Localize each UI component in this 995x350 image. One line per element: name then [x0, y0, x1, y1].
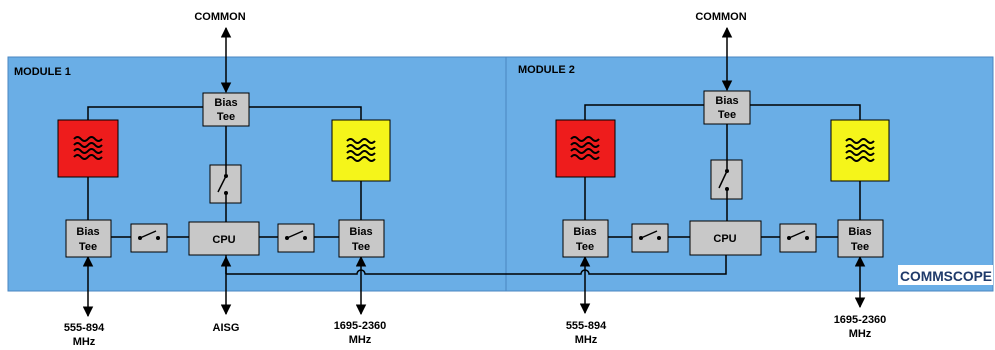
- module-2-low-band-filter: [555, 119, 616, 178]
- module-2-low-band-unit: MHz: [575, 334, 598, 346]
- external-connections: [82, 26, 866, 318]
- bias-tee-label: Tee: [576, 241, 594, 253]
- bias-tee-label: Tee: [79, 241, 97, 253]
- module-1-high-band-filter: [331, 119, 391, 182]
- bias-tee-label: Tee: [718, 109, 736, 121]
- module-1-bias-tee-right: Bias Tee: [338, 219, 385, 258]
- module-2-title: MODULE 2: [518, 64, 575, 76]
- module-1-high-band-label: 1695-2360: [334, 320, 387, 332]
- commscope-logo: COMMSCOPE: [898, 265, 993, 285]
- switch-icon: [787, 230, 809, 240]
- cpu-label: CPU: [713, 233, 736, 245]
- bias-tee-label: Tee: [851, 241, 869, 253]
- bias-tee-label: Bias: [349, 226, 372, 238]
- switch-icon: [285, 230, 307, 240]
- logo-text: COMMSCOPE: [900, 268, 992, 284]
- module-2-bias-tee-right: Bias Tee: [837, 219, 884, 258]
- module-1-bias-tee-top: Bias Tee: [202, 92, 250, 127]
- bias-tee-label: Tee: [217, 111, 235, 123]
- switch-icon: [718, 160, 729, 199]
- bias-tee-label: Bias: [715, 95, 738, 107]
- module-1-high-band-unit: MHz: [349, 334, 372, 346]
- module-2-high-band-label: 1695-2360: [834, 314, 887, 326]
- bias-tee-label: Bias: [76, 226, 99, 238]
- module-2-low-band-switch: [631, 223, 669, 253]
- bias-tee-label: Bias: [848, 226, 871, 238]
- module-2-wiring: [584, 104, 861, 238]
- bias-tee-label: Tee: [352, 241, 370, 253]
- module-2-common-label: COMMON: [695, 11, 746, 23]
- bias-tee-label: Bias: [573, 226, 596, 238]
- cpu-label: CPU: [212, 234, 235, 246]
- module-1-common-label: COMMON: [194, 11, 245, 23]
- module-2-high-band-switch: [779, 223, 817, 253]
- module-2-common-switch: [710, 159, 743, 200]
- module-1-low-band-unit: MHz: [73, 336, 96, 348]
- module-1-aisg-label: AISG: [213, 322, 240, 334]
- module-1-cpu: CPU: [188, 221, 260, 256]
- module-1-title: MODULE 1: [14, 66, 71, 78]
- module-1-bias-tee-left: Bias Tee: [65, 219, 112, 258]
- module-2-high-band-filter: [830, 119, 890, 182]
- module-1-low-band-label: 555-894: [64, 322, 105, 334]
- module-2-bias-tee-top: Bias Tee: [703, 90, 751, 125]
- module-2-bias-tee-left: Bias Tee: [562, 219, 609, 258]
- switch-icon: [217, 165, 228, 203]
- bias-tee-label: Bias: [214, 97, 237, 109]
- switch-icon: [138, 230, 160, 240]
- module-1-low-band-filter: [57, 119, 119, 178]
- module-1-common-switch: [209, 164, 242, 204]
- module-1-low-band-switch: [130, 223, 168, 253]
- module-1-high-band-switch: [277, 223, 315, 253]
- module-2-high-band-unit: MHz: [849, 328, 872, 340]
- module-1-wiring: [87, 106, 362, 238]
- module-2-cpu: CPU: [689, 220, 762, 256]
- switch-icon: [639, 230, 661, 240]
- module-2-low-band-label: 555-894: [566, 320, 607, 332]
